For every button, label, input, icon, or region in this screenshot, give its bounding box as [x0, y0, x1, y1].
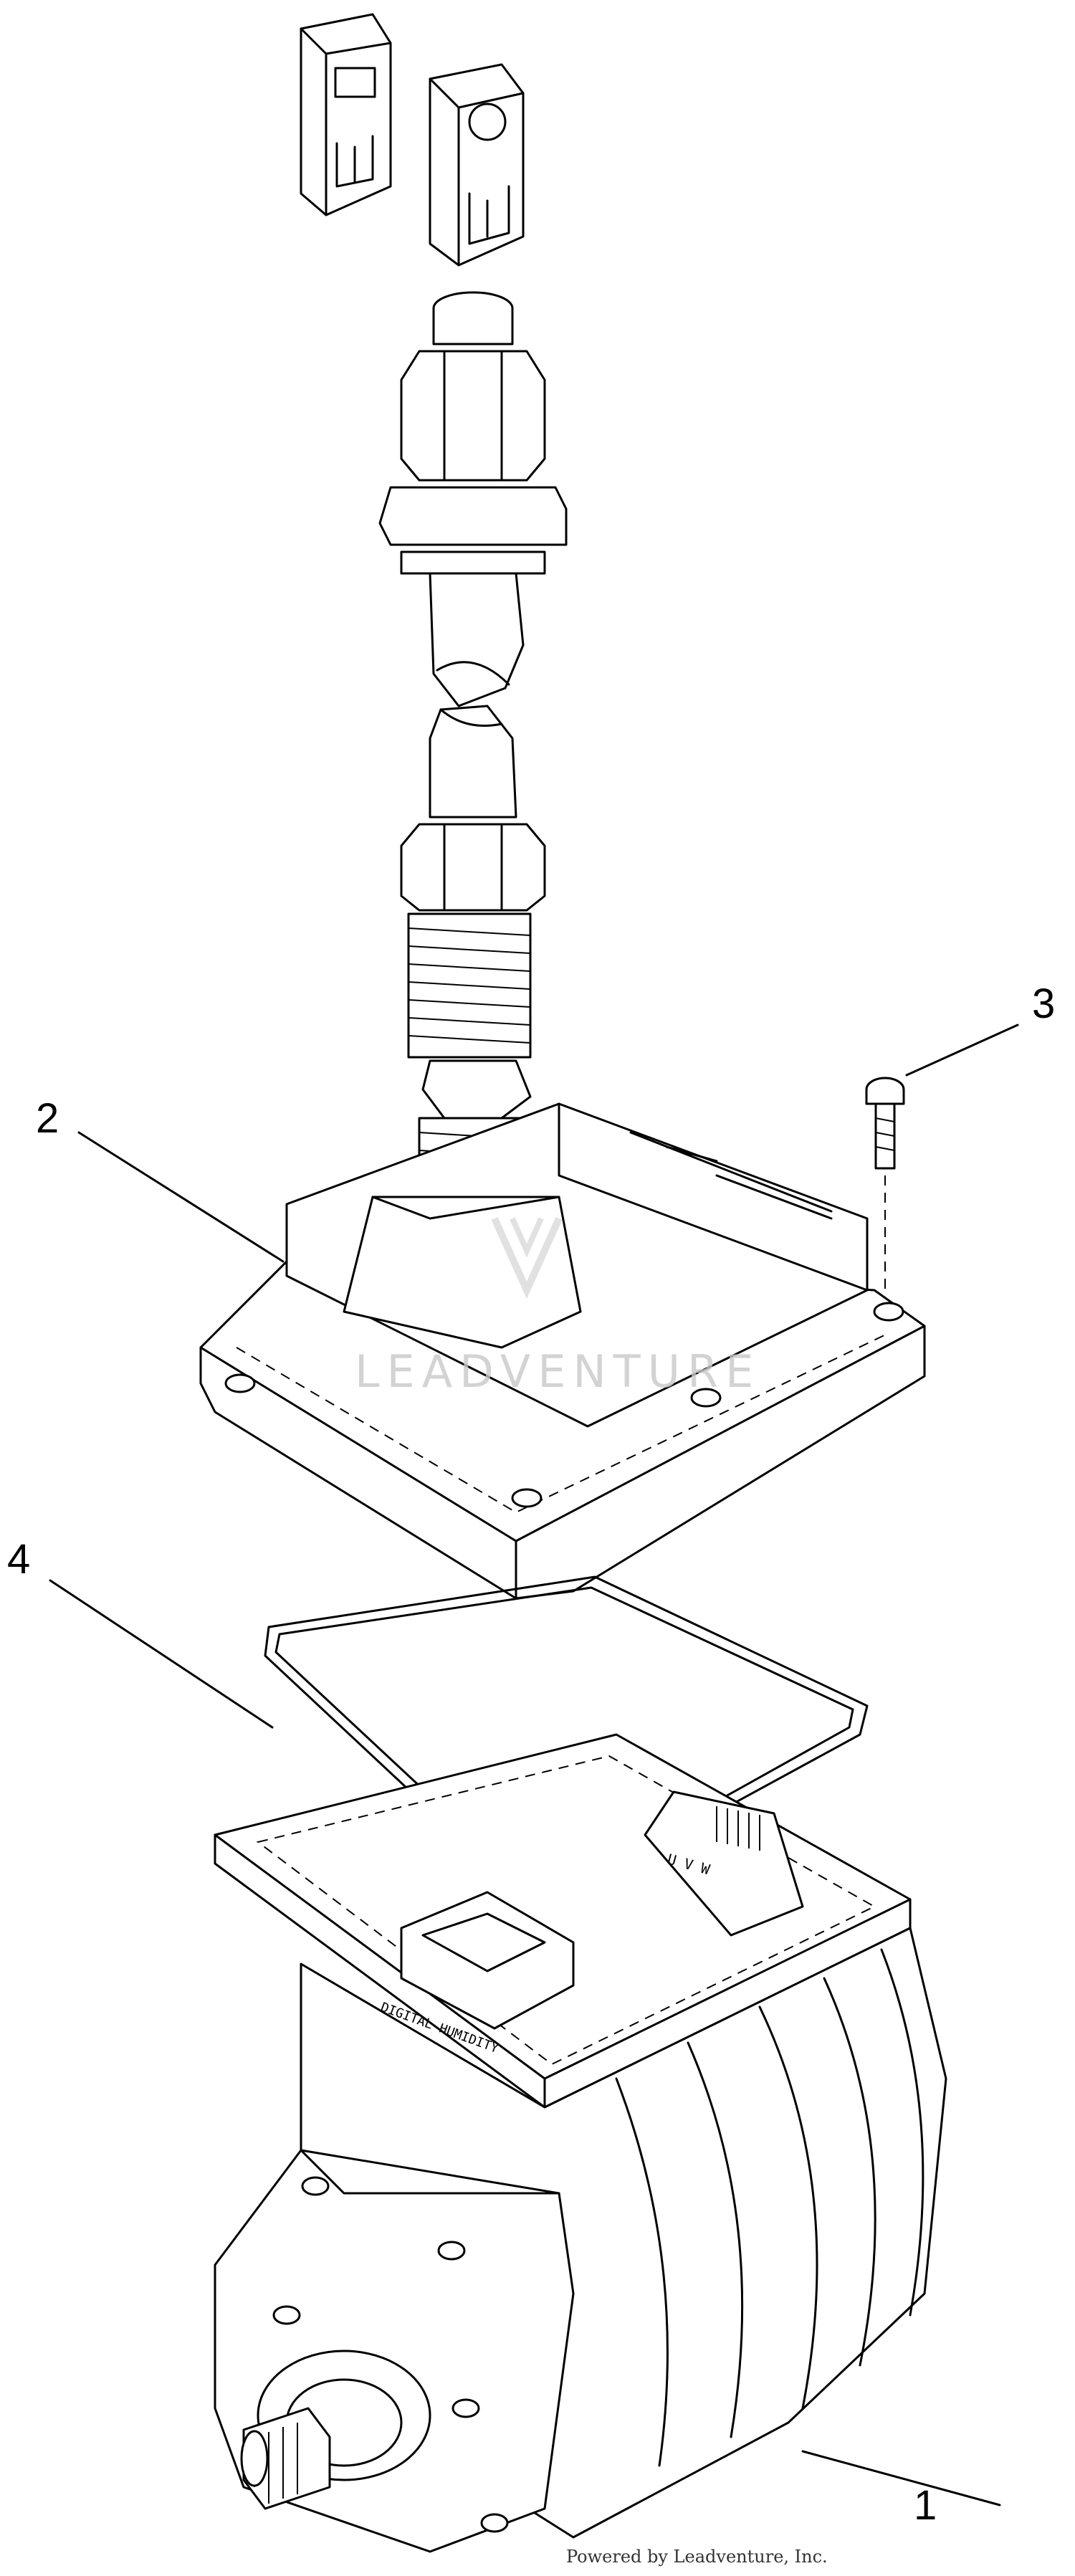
cover-housing: [199, 1102, 926, 1600]
screw: [865, 1077, 905, 1290]
watermark-logo: [491, 1216, 563, 1299]
callout-4: 4: [7, 1536, 30, 1583]
leader-line-1: [801, 2450, 1001, 2506]
pump-motor-assembly: DIGITAL HUMIDITY U V W: [214, 1733, 947, 2553]
callout-1: 1: [914, 2482, 937, 2529]
watermark-text: LEADVENTURE: [355, 1345, 760, 1398]
sensor-cable-assembly: [378, 291, 568, 1220]
electrical-connector-left: [300, 13, 392, 216]
electrical-connector-right: [429, 63, 525, 267]
credit-text: Powered by Leadventure, Inc.: [566, 2547, 828, 2567]
leader-line-3: [905, 1024, 1019, 1077]
callout-3: 3: [1032, 981, 1055, 1027]
callout-2: 2: [36, 1095, 59, 1142]
leader-line-4: [49, 1579, 274, 1729]
leader-line-2: [77, 1131, 285, 1263]
gasket: [264, 1575, 869, 1912]
